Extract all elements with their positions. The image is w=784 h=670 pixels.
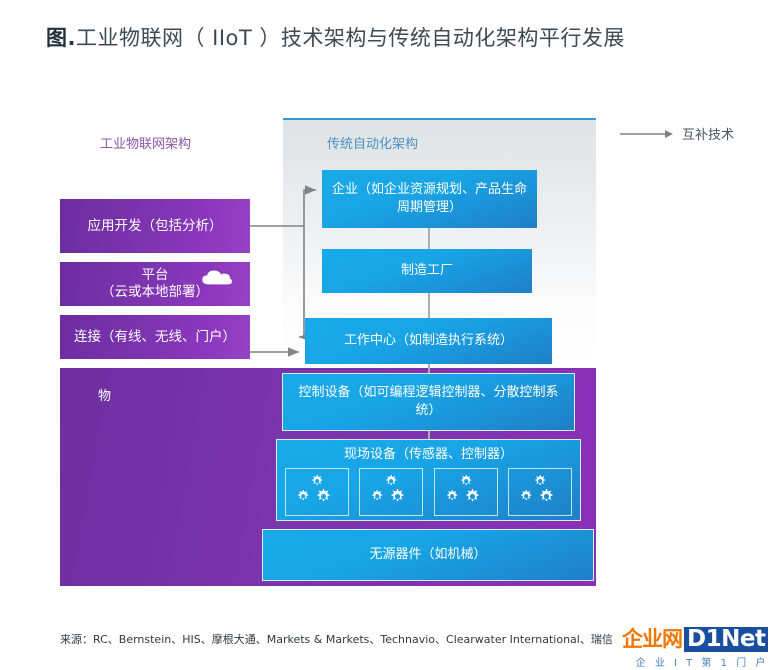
field-device-slot[interactable] [507, 468, 572, 516]
things-box-control-devices[interactable]: 控制设备（如可编程逻辑控制器、分散控制系统） [282, 373, 575, 431]
automation-box-enterprise[interactable]: 企业（如企业资源规划、产品生命周期管理） [322, 170, 537, 228]
things-box-field-devices-label: 现场设备（传感器、控制器） [343, 447, 513, 462]
field-device-slot[interactable] [433, 468, 498, 516]
cloud-icon [202, 270, 232, 285]
title-prefix: 图. [46, 26, 76, 50]
watermark-en-text: D1Net [684, 626, 769, 652]
field-device-slots [277, 464, 580, 516]
things-box-passive-components[interactable]: 无源器件（如机械） [262, 529, 594, 581]
iiot-box-platform-label-line1: 平台 [141, 267, 169, 283]
things-box-field-devices[interactable]: 现场设备（传感器、控制器） [276, 439, 581, 521]
automation-box-workcenter-label: 工作中心（如制造执行系统） [343, 333, 513, 348]
watermark-cn-text: 企业网 [622, 627, 683, 651]
arrow-right-icon [620, 129, 673, 138]
things-box-passive-components-label: 无源器件（如机械） [369, 547, 487, 562]
automation-box-workcenter[interactable]: 工作中心（如制造执行系统） [305, 318, 552, 364]
page-title: 图.工业物联网（ IIoT ）技术架构与传统自动化架构平行发展 [46, 22, 625, 52]
iiot-box-platform[interactable]: 平台 （云或本地部署） [60, 262, 250, 306]
watermark-main: 企业网 D1Net [622, 626, 782, 652]
source-note: 来源：RC、Bernstein、HIS、摩根大通、Markets & Marke… [60, 633, 613, 646]
things-box-control-devices-label: 控制设备（如可编程逻辑控制器、分散控制系统） [298, 385, 559, 418]
iiot-box-connectivity[interactable]: 连接（有线、无线、门户） [60, 315, 250, 359]
iiot-box-platform-label-line2: （云或本地部署） [101, 284, 209, 300]
gears-icon [521, 475, 553, 502]
field-device-slot[interactable] [285, 468, 349, 516]
watermark-logo: 企业网 D1Net 企 业 I T 第 1 门 户 [622, 626, 782, 669]
iiot-box-application-development[interactable]: 应用开发（包括分析） [60, 199, 250, 253]
title-text: 工业物联网（ IIoT ）技术架构与传统自动化架构平行发展 [75, 26, 625, 50]
legend-label: 互补技术 [682, 128, 735, 143]
iiot-column-heading: 工业物联网架构 [100, 137, 192, 152]
automation-box-enterprise-label: 企业（如企业资源规划、产品生命周期管理） [332, 182, 528, 215]
iiot-box-connectivity-label: 连接（有线、无线、门户） [74, 328, 236, 345]
automation-box-factory-label: 制造工厂 [400, 263, 453, 278]
field-device-slot[interactable] [359, 468, 424, 516]
things-label: 物 [98, 389, 112, 404]
gears-icon [298, 475, 330, 502]
gears-icon [372, 475, 404, 502]
gears-icon [446, 475, 479, 502]
legend: 互补技术 [620, 124, 734, 143]
automation-box-factory[interactable]: 制造工厂 [322, 249, 532, 293]
watermark-subtitle: 企 业 I T 第 1 门 户 [635, 658, 769, 669]
iiot-box-application-development-label: 应用开发（包括分析） [87, 217, 223, 234]
automation-column-heading: 传统自动化架构 [327, 137, 419, 152]
